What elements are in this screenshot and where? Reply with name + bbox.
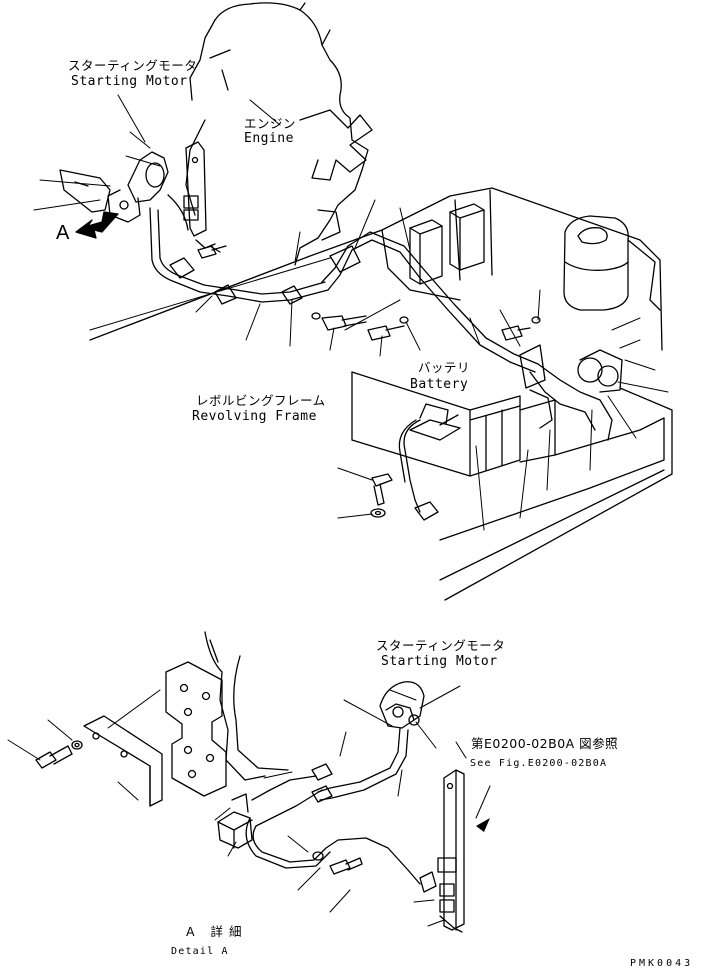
leader-lines-top [34, 95, 668, 530]
detail-bracket-relay [438, 770, 464, 932]
battery-relay [520, 345, 622, 428]
reference-arrow [476, 818, 490, 832]
reservoir-tank [564, 216, 660, 310]
figure-code: PMK0043 [630, 958, 694, 969]
label-reference-en: See Fig.E0200-02B0A [470, 758, 608, 769]
battery-block [352, 372, 555, 476]
detail-cables [246, 728, 436, 892]
label-detail-starting-motor-en: Starting Motor [381, 654, 498, 669]
label-detail-starting-motor-jp: スターティングモータ [376, 638, 506, 653]
label-starting-motor-jp: スターティングモータ [68, 58, 198, 73]
label-reference-jp: 第E0200-02B0A 図参照 [471, 736, 619, 751]
frame-plate-top [90, 188, 662, 350]
label-view-marker: A [56, 222, 70, 244]
revolving-frame-floor [440, 388, 672, 600]
detail-starting-motor [380, 682, 424, 728]
label-battery-en: Battery [410, 377, 469, 392]
relay-boxes [410, 204, 484, 284]
detail-engine-block [205, 632, 288, 780]
detail-bracket [84, 716, 162, 806]
detail-gasket-plate [166, 662, 226, 796]
leader-lines-bottom [8, 686, 490, 926]
label-starting-motor-en: Starting Motor [71, 74, 188, 89]
cable-harness-top [150, 195, 612, 440]
label-revolving-frame-jp: レボルビングフレーム [196, 393, 326, 408]
label-detail-title-en: Detail A [171, 946, 229, 957]
starting-motor-top [60, 152, 168, 222]
detail-bolt-washer [36, 741, 362, 874]
ground-cable [399, 420, 438, 520]
label-engine-en: Engine [244, 131, 294, 146]
label-engine-jp: エンジン [244, 116, 297, 131]
view-arrow [76, 212, 118, 238]
label-revolving-frame-en: Revolving Frame [192, 409, 317, 424]
label-detail-title-jp: A 詳細 [186, 924, 248, 939]
label-battery-jp: バッテリ [418, 360, 471, 375]
bolts-top [198, 246, 540, 517]
engine-outline [186, 3, 372, 265]
